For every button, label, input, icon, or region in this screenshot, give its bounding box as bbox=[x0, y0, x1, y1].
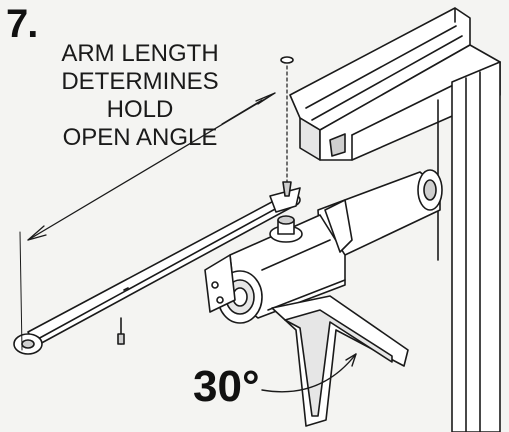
callout-line-3: HOLD bbox=[106, 96, 174, 123]
arm-length-callout: ARM LENGTH DETERMINES HOLD OPEN ANGLE bbox=[40, 40, 240, 152]
pinion bbox=[269, 215, 303, 243]
door-frame bbox=[289, 7, 501, 432]
shoe-lever bbox=[271, 295, 409, 427]
callout-line-1: ARM LENGTH bbox=[61, 40, 219, 67]
angle-arc bbox=[261, 353, 357, 393]
closer-arm bbox=[13, 187, 301, 355]
angle-label: 30° bbox=[193, 362, 260, 411]
closer-body bbox=[204, 169, 443, 324]
arm-length-dimension bbox=[19, 92, 276, 351]
callout-line-2: DETERMINES bbox=[61, 68, 219, 95]
callout-line-4: OPEN ANGLE bbox=[62, 124, 218, 151]
step-number: 7. bbox=[6, 2, 38, 46]
screw-hardware bbox=[117, 56, 294, 345]
